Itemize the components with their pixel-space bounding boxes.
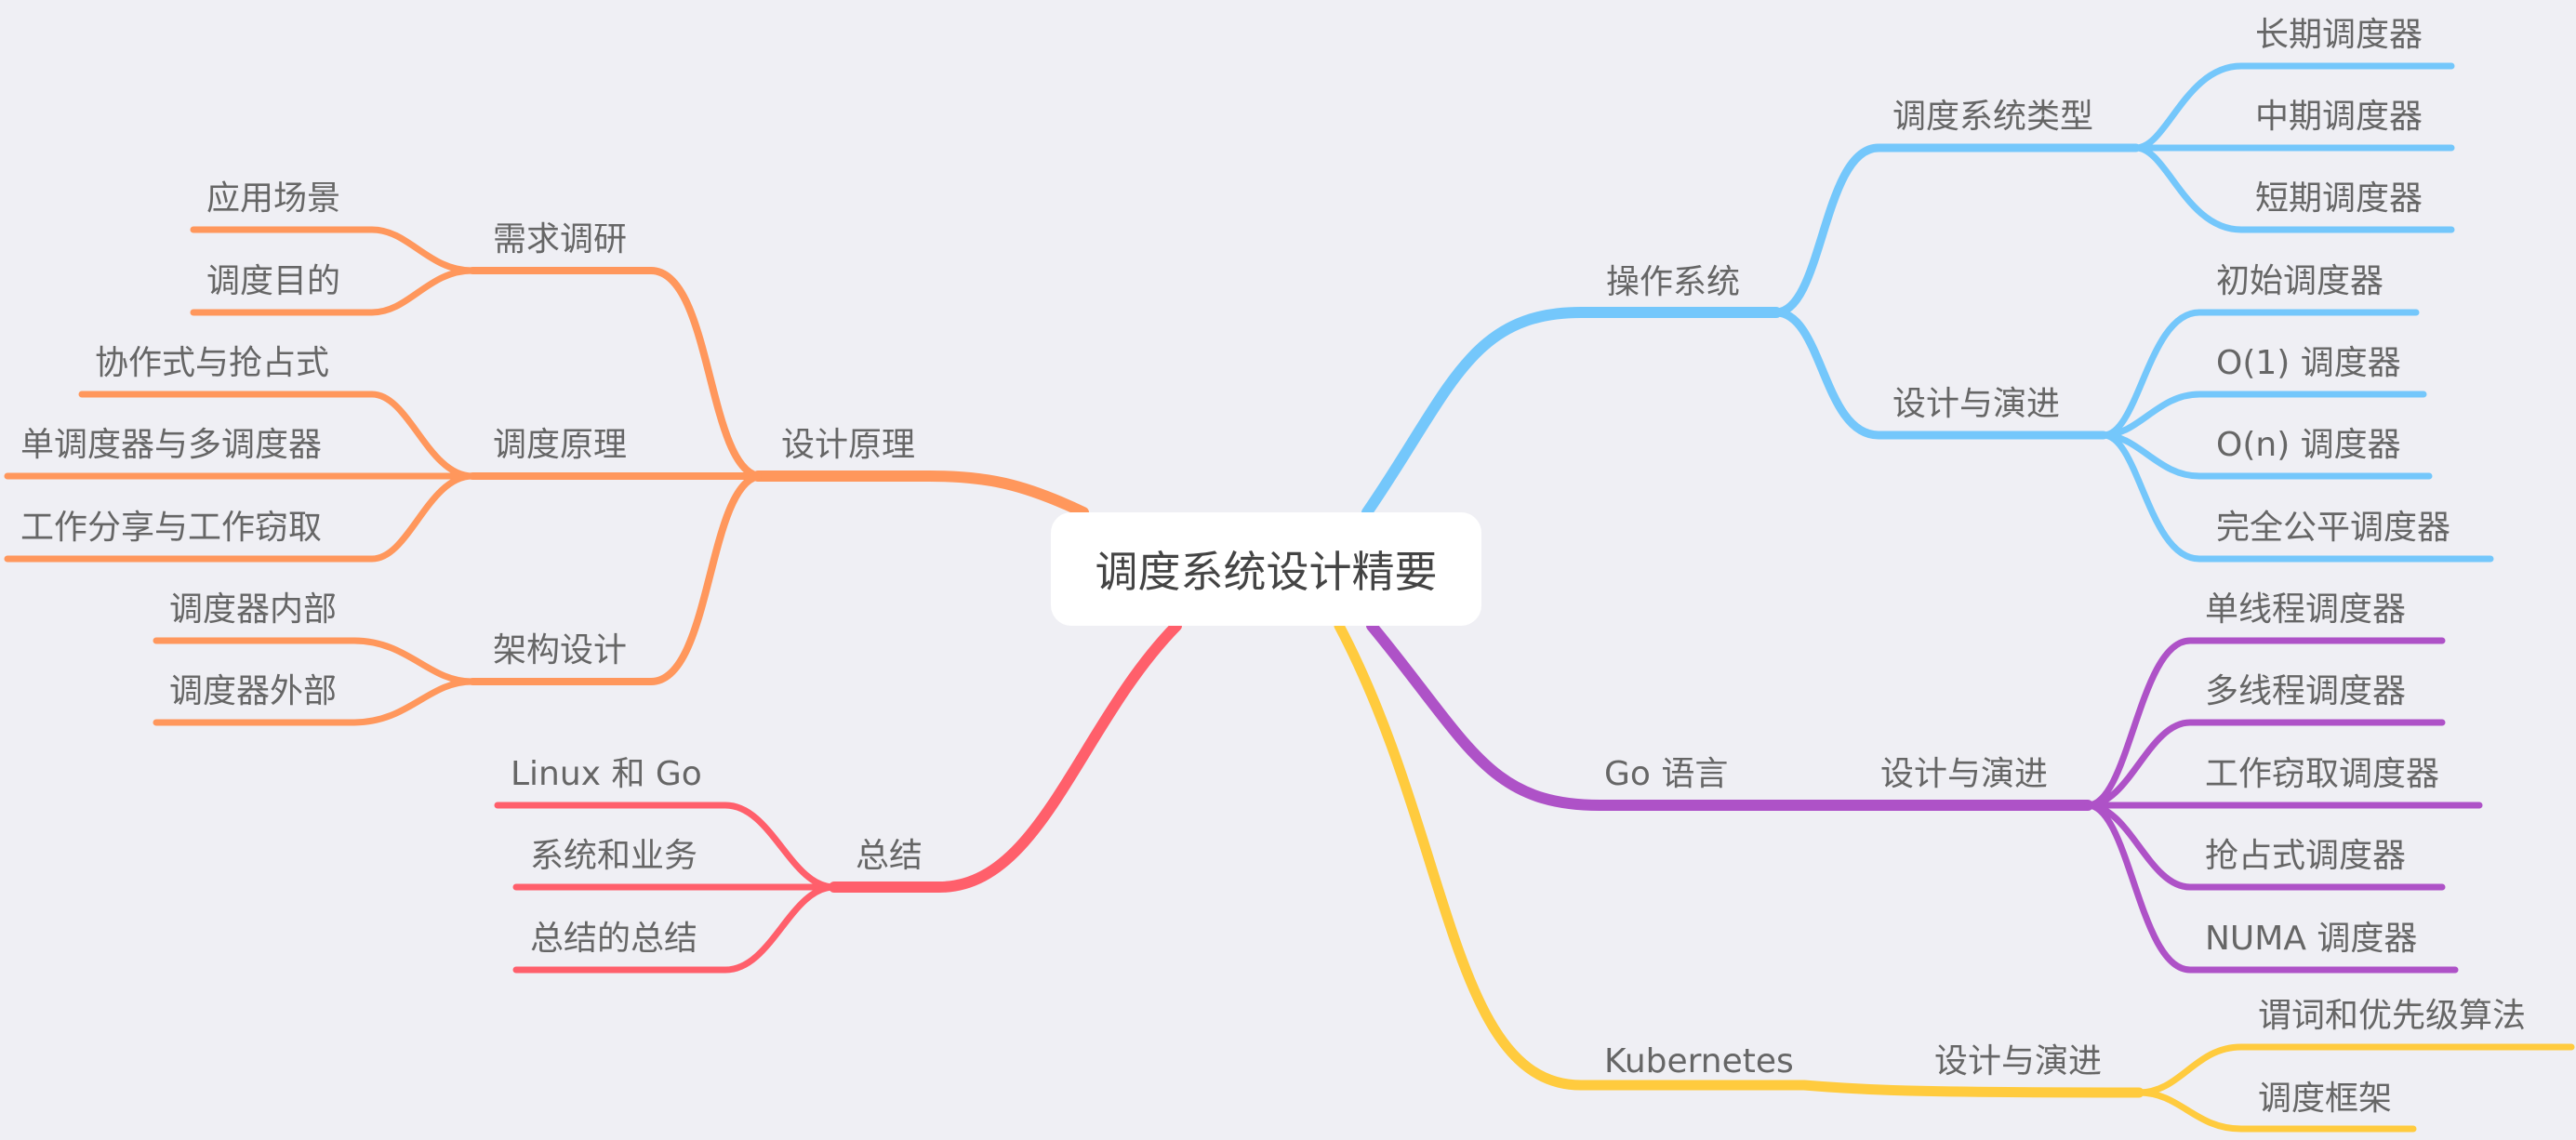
topic-k8s-design-evolution[interactable]: 设计与演进: [1934, 1042, 2103, 1080]
topic-multi-thread-scheduler[interactable]: 多线程调度器: [2205, 672, 2407, 710]
os-branch-lines: [1361, 62, 2494, 563]
topic-architecture[interactable]: 架构设计: [493, 631, 628, 669]
topic-long-term-scheduler[interactable]: 长期调度器: [2255, 16, 2423, 54]
topic-predicates-priorities[interactable]: 谓词和优先级算法: [2258, 997, 2527, 1035]
topic-scheduler-internal[interactable]: 调度器内部: [169, 590, 338, 629]
topic-cfs-scheduler[interactable]: 完全公平调度器: [2216, 509, 2451, 547]
summary-branch-lines: [494, 620, 1182, 974]
topic-scheduler-external[interactable]: 调度器外部: [169, 672, 338, 710]
go-branch-lines: [1366, 620, 2483, 974]
topic-kubernetes[interactable]: Kubernetes: [1604, 1042, 1794, 1080]
topic-work-sharing-stealing[interactable]: 工作分享与工作窃取: [20, 509, 323, 547]
topic-scheduling-principle[interactable]: 调度原理: [493, 426, 628, 464]
topic-on-scheduler[interactable]: O(n) 调度器: [2216, 426, 2401, 464]
topic-os[interactable]: 操作系统: [1606, 263, 1741, 301]
topic-numa-scheduler[interactable]: NUMA 调度器: [2205, 920, 2418, 958]
topic-initial-scheduler[interactable]: 初始调度器: [2216, 262, 2384, 300]
topic-use-cases[interactable]: 应用场景: [206, 179, 341, 218]
topic-preemptive-scheduler[interactable]: 抢占式调度器: [2205, 837, 2407, 875]
root-topic-label: 调度系统设计精要: [1095, 547, 1438, 597]
topic-single-multi-scheduler[interactable]: 单调度器与多调度器: [20, 426, 323, 464]
design-branch-lines: [4, 226, 1089, 726]
topic-os-design-evolution[interactable]: 设计与演进: [1892, 385, 2061, 423]
topic-single-thread-scheduler[interactable]: 单线程调度器: [2205, 590, 2407, 629]
topic-go[interactable]: Go 语言: [1604, 755, 1729, 793]
topic-summary-of-summary[interactable]: 总结的总结: [530, 920, 698, 958]
topic-go-design-evolution[interactable]: 设计与演进: [1880, 755, 2049, 793]
topic-systems-and-business[interactable]: 系统和业务: [530, 837, 698, 875]
topic-cooperative-preemptive[interactable]: 协作式与抢占式: [95, 344, 330, 382]
topic-scheduling-framework[interactable]: 调度框架: [2258, 1080, 2393, 1118]
topic-requirements[interactable]: 需求调研: [493, 220, 628, 258]
topic-work-stealing-scheduler[interactable]: 工作窃取调度器: [2205, 755, 2440, 793]
topic-linux-and-go[interactable]: Linux 和 Go: [511, 755, 702, 793]
topic-medium-term-scheduler[interactable]: 中期调度器: [2255, 98, 2423, 136]
topic-scheduling-goals[interactable]: 调度目的: [206, 262, 341, 300]
topic-o1-scheduler[interactable]: O(1) 调度器: [2216, 344, 2401, 382]
topic-summary[interactable]: 总结: [856, 837, 923, 875]
root-topic[interactable]: 调度系统设计精要: [1051, 512, 1481, 626]
topic-os-scheduler-types[interactable]: 调度系统类型: [1892, 98, 2094, 136]
topic-design-principle[interactable]: 设计原理: [781, 426, 916, 464]
kubernetes-branch-lines: [1334, 620, 2575, 1133]
topic-short-term-scheduler[interactable]: 短期调度器: [2255, 179, 2423, 218]
